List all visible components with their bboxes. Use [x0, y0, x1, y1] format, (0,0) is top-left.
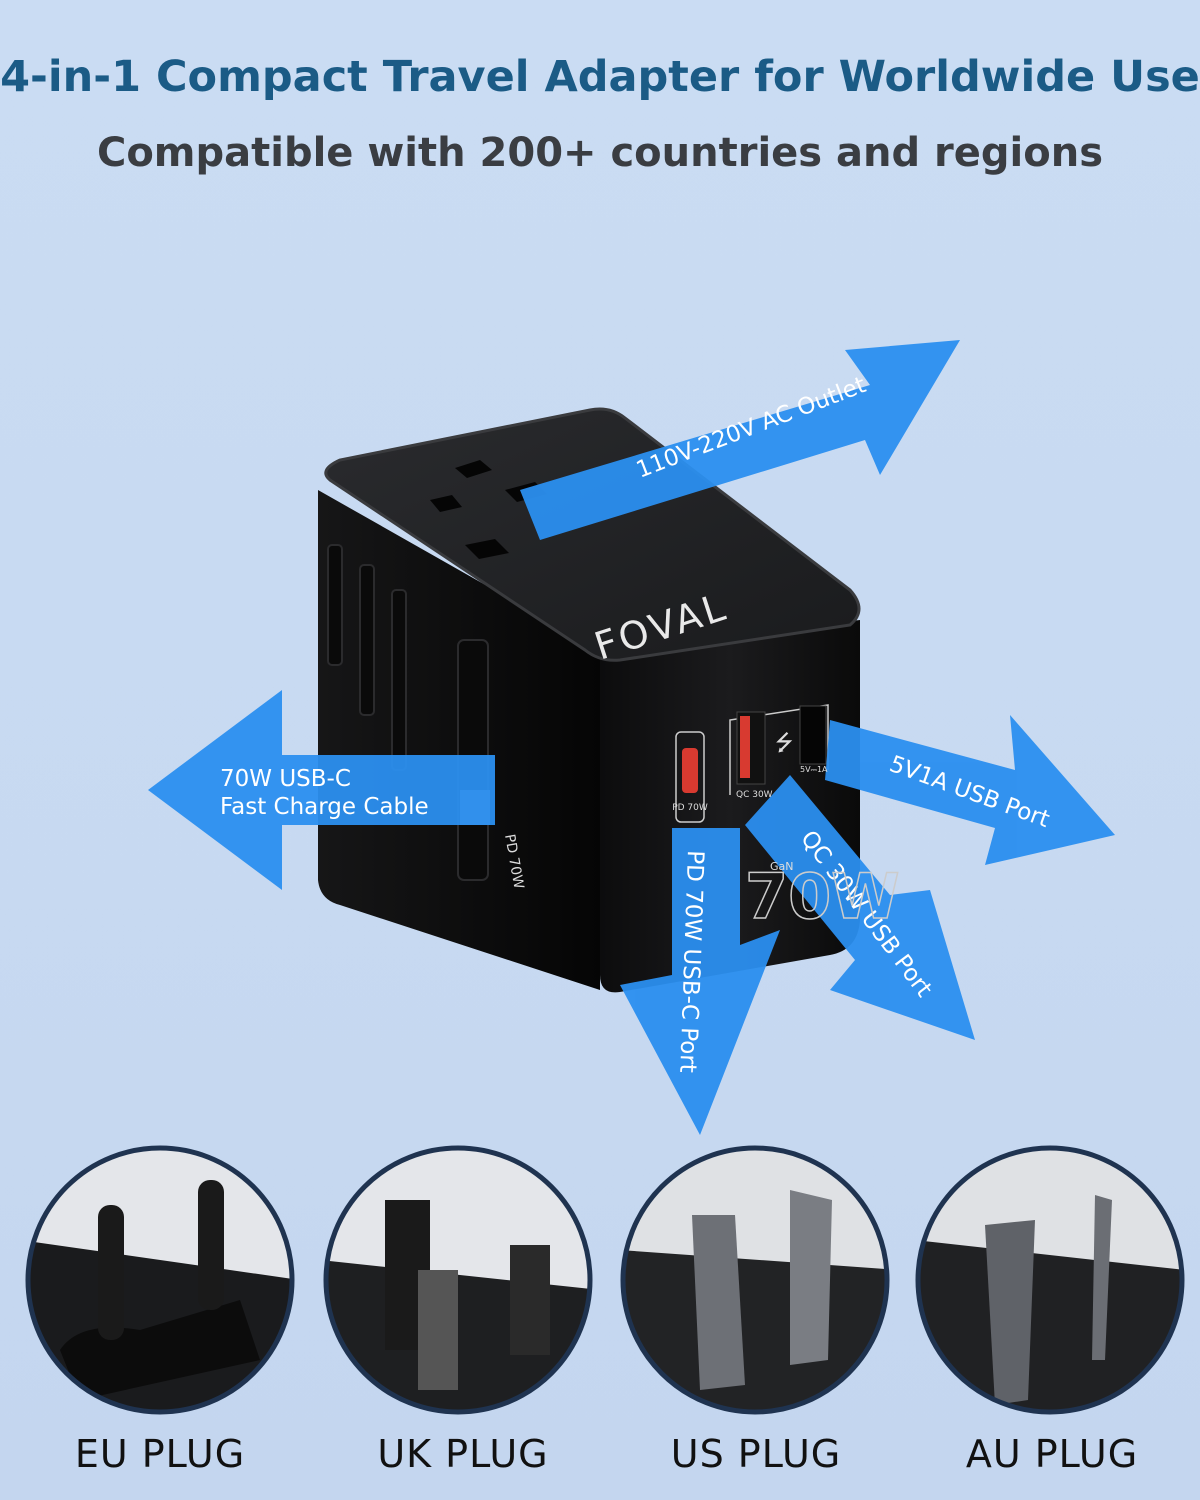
eu-plug-image — [28, 1148, 292, 1412]
usb-port-arrow — [825, 715, 1115, 865]
ac-socket — [430, 460, 547, 559]
pd-port-label: PD 70W — [672, 803, 708, 813]
ac-outlet-arrow — [520, 340, 960, 540]
wattage-mark: 70W — [745, 860, 900, 933]
plug-circles — [25, 1145, 1185, 1415]
port-markings: PD 70W QC 30W 5V⎓1A 70W GaN — [672, 765, 900, 934]
au-plug-label: AU PLUG — [965, 1432, 1139, 1476]
travel-adapter: PD 70W FOVAL ⭍ — [318, 407, 861, 993]
usb-port-label: 5V⎓1A — [800, 765, 828, 774]
cable-arrow — [148, 690, 495, 890]
ports: ⭍ — [675, 704, 829, 823]
cable-callout-line2: Fast Charge Cable — [220, 794, 429, 820]
us-plug-label: US PLUG — [670, 1432, 842, 1476]
pd-port-arrow — [620, 828, 780, 1135]
page-title: 4-in-1 Compact Travel Adapter for Worldw… — [0, 52, 1200, 102]
qc-port-label: QC 30W — [736, 790, 773, 800]
uk-plug-label: UK PLUG — [377, 1432, 549, 1476]
cable-callout-line1: 70W USB-C — [220, 766, 351, 792]
gan-mark: GaN — [770, 860, 794, 873]
us-plug-image — [623, 1148, 887, 1412]
callout-arrows — [148, 340, 1115, 1135]
eu-plug-label: EU PLUG — [74, 1432, 246, 1476]
au-plug-image — [918, 1148, 1182, 1412]
page-subtitle: Compatible with 200+ countries and regio… — [96, 130, 1104, 176]
uk-plug-image — [326, 1148, 590, 1412]
usb-icon: ⭍ — [775, 731, 793, 756]
qc-port-arrow — [745, 775, 975, 1040]
